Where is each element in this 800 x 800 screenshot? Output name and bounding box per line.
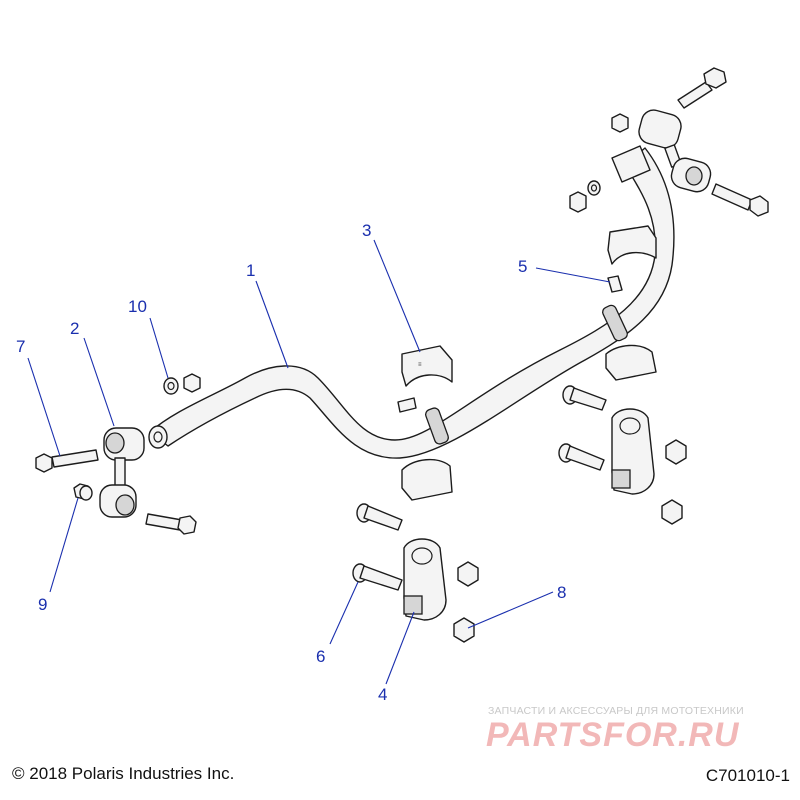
callout-9: 9: [38, 595, 47, 614]
callout-3: 3: [362, 221, 371, 240]
leader-2: [83, 337, 115, 427]
bushing-upper-left: ≡: [401, 345, 453, 387]
callout-10: 10: [128, 297, 147, 316]
end-link-right: [638, 109, 712, 193]
figure-id: C701010-1: [705, 766, 790, 785]
bushing-lower-left: [401, 459, 453, 501]
bolt-left-lower: [145, 513, 197, 535]
flange-nut-rear-upper: [665, 439, 687, 465]
leader-lines: [27, 239, 611, 685]
end-link-left: [99, 427, 145, 518]
bolt-right-upper: [677, 67, 727, 109]
callout-2: 2: [70, 319, 79, 338]
flange-nut-front-upper: [457, 561, 479, 587]
bolt-right-lower: [711, 183, 769, 217]
leader-10: [149, 317, 169, 379]
clamp-bolt-rear-lower: [558, 443, 605, 471]
callout-6: 6: [316, 647, 325, 666]
clamp-front: [403, 538, 447, 621]
copyright-notice: © 2018 Polaris Industries Inc.: [12, 764, 235, 783]
leader-5: [535, 267, 611, 283]
callout-5: 5: [518, 257, 527, 276]
clamp-bolt-front-upper: [356, 503, 403, 531]
clamp-rear: [611, 408, 655, 495]
callout-8: 8: [557, 583, 566, 602]
leader-9: [49, 497, 79, 593]
watermark-tagline: ЗАПЧАСТИ И АКСЕССУАРЫ ДЛЯ МОТОТЕХНИКИ: [488, 705, 744, 717]
clamp-bolt-front-lower: [352, 563, 403, 591]
bushing-upper-right: [607, 225, 657, 265]
leader-8: [467, 591, 554, 629]
flange-nut-left: [73, 483, 93, 501]
leader-6: [329, 581, 359, 645]
leader-4: [385, 611, 415, 685]
bolt-left-upper: [35, 449, 99, 473]
bushing-lower-right: [605, 344, 657, 381]
clamp-bolt-rear-upper: [562, 385, 607, 411]
flange-nut-front-lower: [453, 617, 475, 643]
watermark-brand: PARTSFOR.RU: [486, 716, 740, 754]
callout-labels: 1 2 3 4 5 6 7 8 9 10: [16, 221, 566, 704]
leader-1: [255, 280, 289, 369]
callout-4: 4: [378, 685, 387, 704]
grease-fitting-lower: [397, 397, 417, 413]
flange-nut-rear-lower: [661, 499, 683, 525]
svg-text:≡: ≡: [418, 362, 422, 368]
grease-fitting-upper: [607, 275, 623, 293]
washer-nut-right: [569, 180, 601, 213]
stabilizer-bar: [148, 145, 675, 459]
callout-1: 1: [246, 261, 255, 280]
leader-7: [27, 357, 61, 457]
leader-3: [373, 239, 421, 353]
flange-nut-right-top: [611, 113, 629, 133]
callout-7: 7: [16, 337, 25, 356]
washer-nut-10: [163, 373, 201, 395]
